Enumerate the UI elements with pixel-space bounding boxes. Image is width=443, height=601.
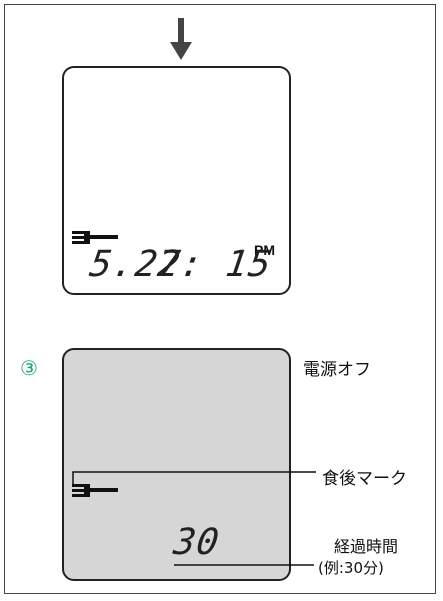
after-meal-mark-label: 食後マーク xyxy=(322,469,407,489)
down-arrow-icon xyxy=(170,18,192,60)
elapsed-time-label: 経過時間 xyxy=(334,537,399,556)
fork-icon xyxy=(72,231,118,244)
fork-icon xyxy=(72,484,118,497)
lcd-screen-off: 30 xyxy=(62,348,291,581)
example-label: (例:30分) xyxy=(318,559,384,577)
lcd-screen-on: PM 5.22 7: 15 xyxy=(62,66,291,295)
after-meal-mark-leader xyxy=(72,471,316,485)
pm-indicator: PM xyxy=(254,242,275,258)
power-off-label: 電源オフ xyxy=(303,360,371,380)
step-number: ③ xyxy=(20,356,38,380)
